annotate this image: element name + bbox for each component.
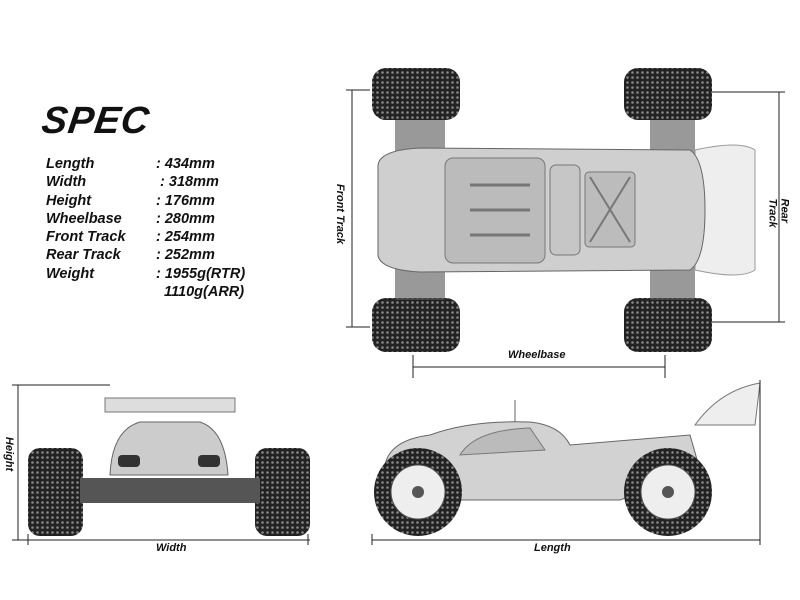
front-track-label: Front Track (334, 183, 347, 245)
spec-value: : 318mm (156, 174, 219, 191)
spec-row-wheelbase: Wheelbase : 280mm (46, 210, 245, 228)
spec-label: Front Track (46, 229, 126, 246)
side-dimension-lines (371, 380, 761, 545)
spec-row-length: Length : 434mm (46, 155, 245, 173)
spec-value: : 254mm (156, 229, 215, 246)
tire-left (28, 448, 83, 536)
tire-rear-left (624, 68, 712, 120)
spec-table: Length : 434mm Width : 318mm Height : 176m… (46, 155, 245, 301)
spec-title: SPEC (39, 100, 153, 142)
rear-wing-side (694, 382, 761, 426)
tire-rear-right (624, 298, 712, 352)
width-label: Width (156, 542, 187, 554)
body-side (384, 421, 701, 501)
tire-front-left (372, 68, 460, 120)
wheelbase-label: Wheelbase (508, 349, 566, 361)
spec-label: Weight (46, 265, 95, 282)
spec-row-width: Width : 318mm (46, 173, 245, 191)
length-label: Length (534, 542, 571, 554)
spec-row-rear-track: Rear Track : 252mm (46, 246, 245, 264)
tire-right (255, 448, 310, 536)
front-view (28, 397, 310, 536)
spec-label: Wheelbase (46, 210, 122, 227)
front-dimension-lines (12, 384, 310, 545)
spec-row-weight-arr: 1110g(ARR) (46, 283, 245, 301)
spec-row-height: Height : 176mm (46, 192, 245, 210)
spec-label: Width (46, 174, 87, 191)
spec-value: : 1955g(RTR) (156, 265, 246, 282)
spec-row-front-track: Front Track : 254mm (46, 228, 245, 246)
spec-label: Rear Track (46, 247, 121, 264)
top-dimension-lines (346, 89, 785, 378)
spec-label: Length (46, 156, 95, 172)
spec-label: Height (46, 192, 92, 209)
top-view (372, 68, 756, 352)
spec-value: : 280mm (156, 210, 215, 227)
spec-value: : 252mm (156, 247, 215, 264)
spec-value: : 176mm (156, 192, 215, 209)
spec-value: 1110g(ARR) (156, 284, 245, 301)
side-view (374, 382, 761, 536)
spec-row-weight: Weight : 1955g(RTR) (46, 265, 245, 283)
rear-track-label: Rear Track (766, 198, 791, 228)
spec-value: : 434mm (156, 156, 215, 172)
rear-wing (694, 144, 756, 276)
front-wing (104, 397, 236, 413)
height-label: Height (3, 436, 16, 472)
spec-label (46, 283, 156, 301)
tire-front-right (372, 298, 460, 352)
